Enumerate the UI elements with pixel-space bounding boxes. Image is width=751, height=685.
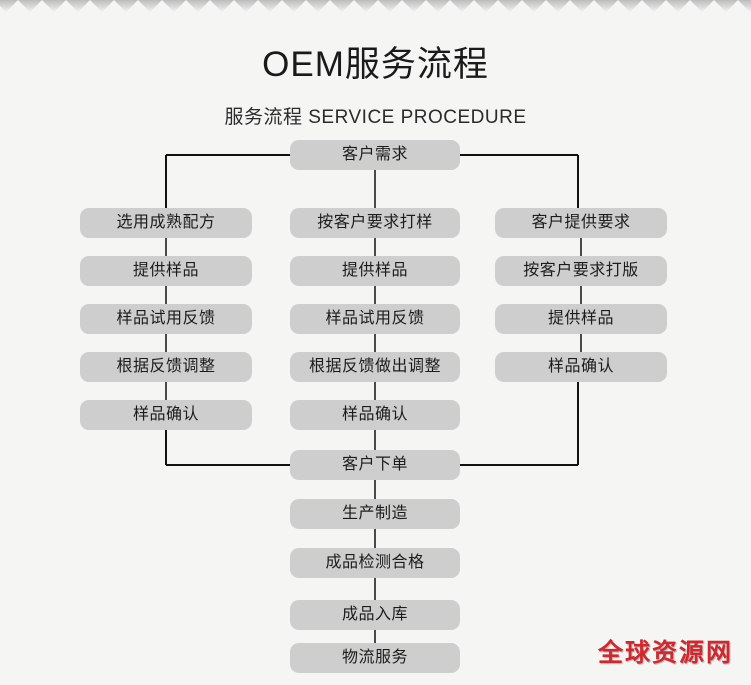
- node-left-1: 选用成熟配方: [80, 208, 252, 238]
- node-tail-3: 成品入库: [290, 600, 460, 630]
- node-tail-1: 生产制造: [290, 499, 460, 529]
- node-tail-2: 成品检测合格: [290, 548, 460, 578]
- page-title: OEM服务流程: [262, 45, 489, 84]
- scalloped-top-border: [0, 0, 751, 12]
- node-root-customer-demand: 客户需求: [290, 140, 460, 170]
- site-watermark: 全球资源网: [597, 639, 733, 667]
- node-right-1: 客户提供要求: [495, 208, 667, 238]
- node-left-3: 样品试用反馈: [80, 304, 252, 334]
- page-subtitle: 服务流程 SERVICE PROCEDURE: [224, 107, 527, 128]
- node-tail-4: 物流服务: [290, 643, 460, 673]
- node-left-2: 提供样品: [80, 256, 252, 286]
- node-left-4: 根据反馈调整: [80, 352, 252, 382]
- node-center-5: 样品确认: [290, 400, 460, 430]
- node-right-3: 提供样品: [495, 304, 667, 334]
- node-right-2: 按客户要求打版: [495, 256, 667, 286]
- node-merge-customer-order: 客户下单: [290, 450, 460, 480]
- node-left-5: 样品确认: [80, 400, 252, 430]
- node-center-1: 按客户要求打样: [290, 208, 460, 238]
- node-center-3: 样品试用反馈: [290, 304, 460, 334]
- node-right-4: 样品确认: [495, 352, 667, 382]
- node-center-4: 根据反馈做出调整: [290, 352, 460, 382]
- node-center-2: 提供样品: [290, 256, 460, 286]
